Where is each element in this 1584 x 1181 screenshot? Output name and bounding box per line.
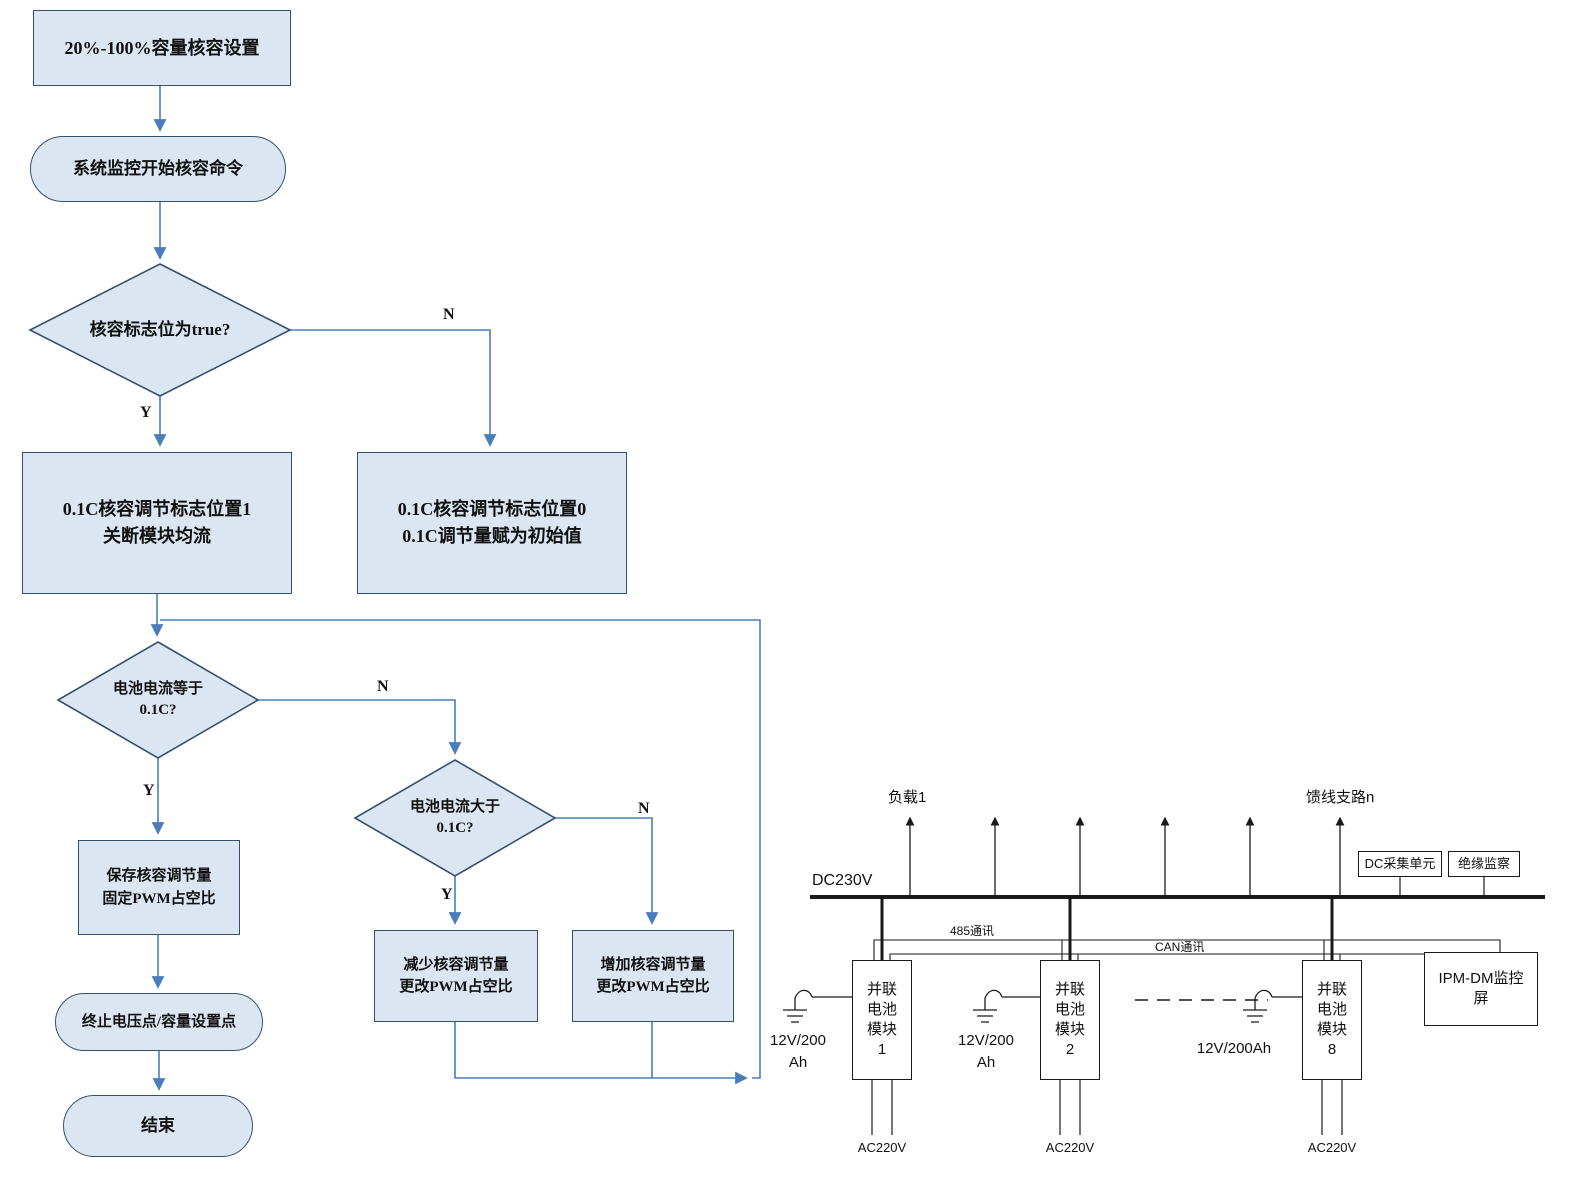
battery2-symbol	[973, 989, 1040, 1023]
start-box: 20%-100%容量核容设置	[33, 10, 291, 86]
comm-can-label: CAN通讯	[1155, 940, 1205, 954]
system-lines	[783, 816, 1545, 1135]
module2-ac-leads	[1059, 1080, 1081, 1135]
decision3-yes-label: Y	[441, 886, 453, 903]
command-label: 系统监控开始核容命令	[73, 159, 243, 179]
decision2-line1: 电池电流等于	[112, 681, 203, 697]
ipm-dm-line2: 屏	[1473, 990, 1489, 1007]
battery1-capacity-line1: 12V/200	[770, 1032, 826, 1049]
dc-collection-unit-label: DC采集单元	[1364, 856, 1436, 872]
feeder-branch-label: 馈线支路n	[1306, 789, 1375, 806]
battery-module-1-box: 并联 电池 模块 1	[852, 960, 912, 1080]
battery1-capacity-line2: Ah	[788, 1054, 808, 1071]
load1-label: 负载1	[888, 789, 927, 806]
insulation-monitor-label: 绝缘监察	[1457, 856, 1510, 872]
decision2-no-label: N	[377, 678, 389, 695]
module8-line2: 电池	[1316, 1000, 1347, 1018]
battery8-symbol	[1243, 989, 1302, 1023]
decision2-line2: 0.1C?	[139, 702, 177, 718]
decision2-yes-label: Y	[143, 782, 155, 799]
decision2-text: 电池电流等于 0.1C?	[68, 672, 248, 728]
decision3-line1: 电池电流大于	[409, 799, 500, 815]
module8-line1: 并联	[1316, 980, 1347, 998]
module2-ac-label: AC220V	[1045, 1140, 1095, 1155]
comm-can-line	[889, 953, 1424, 960]
flag0-line1: 0.1C核容调节标志位置0	[397, 499, 587, 519]
flag1-line1: 0.1C核容调节标志位置1	[62, 499, 252, 519]
flag1-line2: 关断模块均流	[103, 526, 211, 546]
decision-shapes	[28, 263, 557, 877]
terminate-label: 终止电压点/容量设置点	[81, 1013, 237, 1030]
module1-ac-leads	[871, 1080, 893, 1135]
module8-number: 8	[1327, 1041, 1337, 1059]
save-line2: 固定PWM占空比	[102, 890, 216, 907]
dc-bus-label: DC230V	[812, 872, 873, 889]
battery2-capacity-line2: Ah	[976, 1054, 996, 1071]
increase-line2: 更改PWM占空比	[596, 979, 710, 995]
decision3-text: 电池电流大于 0.1C?	[365, 790, 545, 846]
arrow-decision2-no	[258, 699, 462, 755]
flag0-box: 0.1C核容调节标志位置0 0.1C调节量赋为初始值	[357, 452, 627, 594]
decrease-box: 减少核容调节量 更改PWM占空比	[374, 930, 538, 1022]
decision1-diamond	[28, 263, 292, 397]
insulation-monitor-box: 绝缘监察	[1448, 851, 1520, 877]
increase-box: 增加核容调节量 更改PWM占空比	[572, 930, 734, 1022]
ipm-dm-monitor-box: IPM-DM监控 屏	[1424, 952, 1538, 1026]
end-label: 结束	[141, 1116, 175, 1136]
comm-485-line	[873, 939, 1501, 960]
decision1-no-label: N	[443, 306, 455, 323]
battery8-capacity-label: 12V/200Ah	[1196, 1040, 1272, 1057]
module1-line3: 模块	[866, 1021, 897, 1038]
start-box-label: 20%-100%容量核容设置	[64, 37, 260, 58]
flow-connectors	[150, 86, 761, 1091]
module8-ac-leads	[1321, 1080, 1343, 1135]
flag0-line2: 0.1C调节量赋为初始值	[402, 526, 582, 546]
end-stadium: 结束	[63, 1095, 253, 1157]
module1-line1: 并联	[866, 980, 897, 998]
module2-line2: 电池	[1054, 1000, 1085, 1018]
dc-collection-unit-box: DC采集单元	[1358, 851, 1442, 877]
module8-line3: 模块	[1316, 1021, 1347, 1038]
save-box: 保存核容调节量 固定PWM占空比	[78, 840, 240, 935]
ipm-dm-line1: IPM-DM监控	[1438, 969, 1524, 987]
decrease-line1: 减少核容调节量	[403, 956, 509, 973]
decision1-yes-label: Y	[140, 404, 152, 421]
battery-module-2-box: 并联 电池 模块 2	[1040, 960, 1100, 1080]
module1-line2: 电池	[866, 1000, 897, 1018]
decision1-text: 核容标志位为true?	[40, 300, 280, 360]
module8-ac-label: AC220V	[1307, 1140, 1357, 1155]
decision3-line2: 0.1C?	[436, 820, 474, 836]
flag1-box: 0.1C核容调节标志位置1 关断模块均流	[22, 452, 292, 594]
module1-ac-label: AC220V	[857, 1140, 907, 1155]
module2-line1: 并联	[1054, 980, 1085, 998]
decision3-diamond	[353, 759, 557, 877]
feedback-bottom-line	[454, 1022, 748, 1085]
arrow-decision3-no	[555, 817, 659, 925]
decision2-diamond	[56, 641, 260, 759]
module1-number: 1	[877, 1041, 887, 1059]
arrow-decision1-no	[290, 329, 497, 447]
battery2-capacity-line1: 12V/200	[958, 1032, 1014, 1049]
battery-module-8-box: 并联 电池 模块 8	[1302, 960, 1362, 1080]
battery1-symbol	[783, 989, 852, 1023]
terminate-stadium: 终止电压点/容量设置点	[55, 993, 263, 1051]
module2-number: 2	[1065, 1041, 1075, 1059]
comm-485-label: 485通讯	[950, 924, 995, 938]
feedback-return-line	[160, 619, 761, 1079]
decision3-no-label: N	[638, 800, 650, 817]
module2-line3: 模块	[1054, 1021, 1085, 1038]
command-stadium: 系统监控开始核容命令	[30, 136, 286, 202]
decision1-label: 核容标志位为true?	[89, 320, 231, 340]
increase-line1: 增加核容调节量	[600, 956, 706, 973]
decrease-line2: 更改PWM占空比	[399, 979, 513, 995]
save-line1: 保存核容调节量	[106, 868, 212, 884]
